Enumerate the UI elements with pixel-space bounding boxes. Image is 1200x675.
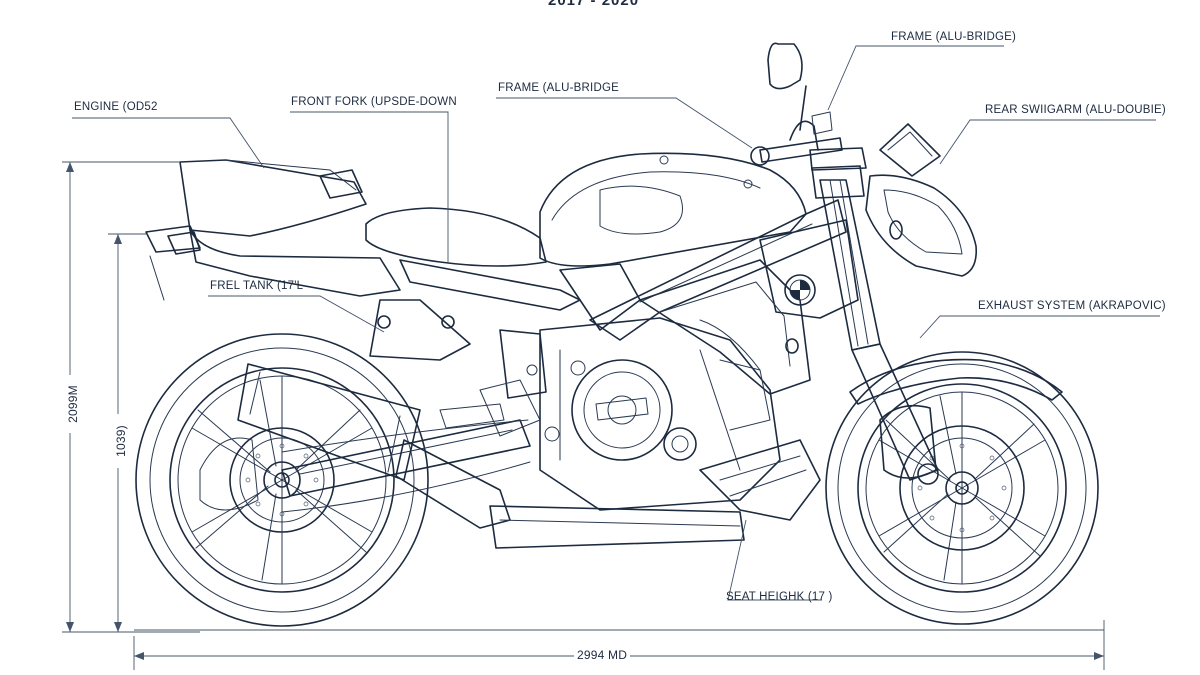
mirror [767,42,803,90]
swingarm [281,419,531,513]
seat [365,207,547,267]
tail-section [179,159,367,237]
front-wheel [825,351,1099,625]
label-exhaust-system: EXHAUST SYSTEM (AKRAPOVIC) [978,300,1166,312]
fuel-tank [539,152,807,267]
handlebar-assembly [750,42,843,166]
leader-lines [72,45,1160,601]
rear-wheel [135,333,429,627]
dimension-lines [62,161,1105,670]
side-fairing [639,219,859,395]
header-pipe [489,505,745,549]
subframe [399,259,581,311]
engine-block [439,317,821,521]
front-brake-disc [899,425,1025,551]
headlight-fairing [865,123,978,277]
seat-and-tail [145,159,547,301]
front-caliper [879,404,937,479]
windscreen [879,123,941,177]
frame [369,199,847,361]
tail-light [319,169,363,199]
label-engine: ENGINE (OD52 [74,101,158,113]
footpeg-bracket [479,379,541,437]
dimension-overall-length: 2994 MD [574,648,631,662]
rear-caliper [199,437,259,511]
diagram-title: 2017 - 2020 [548,0,640,9]
rear-brake-disc [229,427,335,533]
dimension-seat-line-height: 1039) [114,414,128,468]
label-frame-mid: FRAME (ALU-BRIDGE [498,82,619,94]
front-wheel-spokes [878,391,1046,585]
front-fender [849,358,1063,405]
label-seat-height: SEAT HEIGHK (17 ) [726,591,833,603]
roundel-logo-icon [784,274,816,306]
front-fork [809,147,939,485]
engine-side-cover [571,359,673,461]
rear-wheel-spokes [191,375,373,585]
label-fuel-tank: FREL TANK (17'L [210,280,304,292]
exhaust-system [237,363,745,549]
label-front-fork: FRONT FORK (UPSDE-DOWN [291,96,457,108]
rear-hub [263,461,301,499]
front-hub [945,471,979,505]
dimension-overall-height: 2099M [66,375,80,433]
label-frame-top: FRAME (ALU-BRIDGE) [891,31,1016,43]
belly-pan [699,439,821,521]
muffler [237,363,421,481]
label-rear-swingarm: REAR SWIIGARM (ALU-DOUBIE) [985,104,1166,116]
